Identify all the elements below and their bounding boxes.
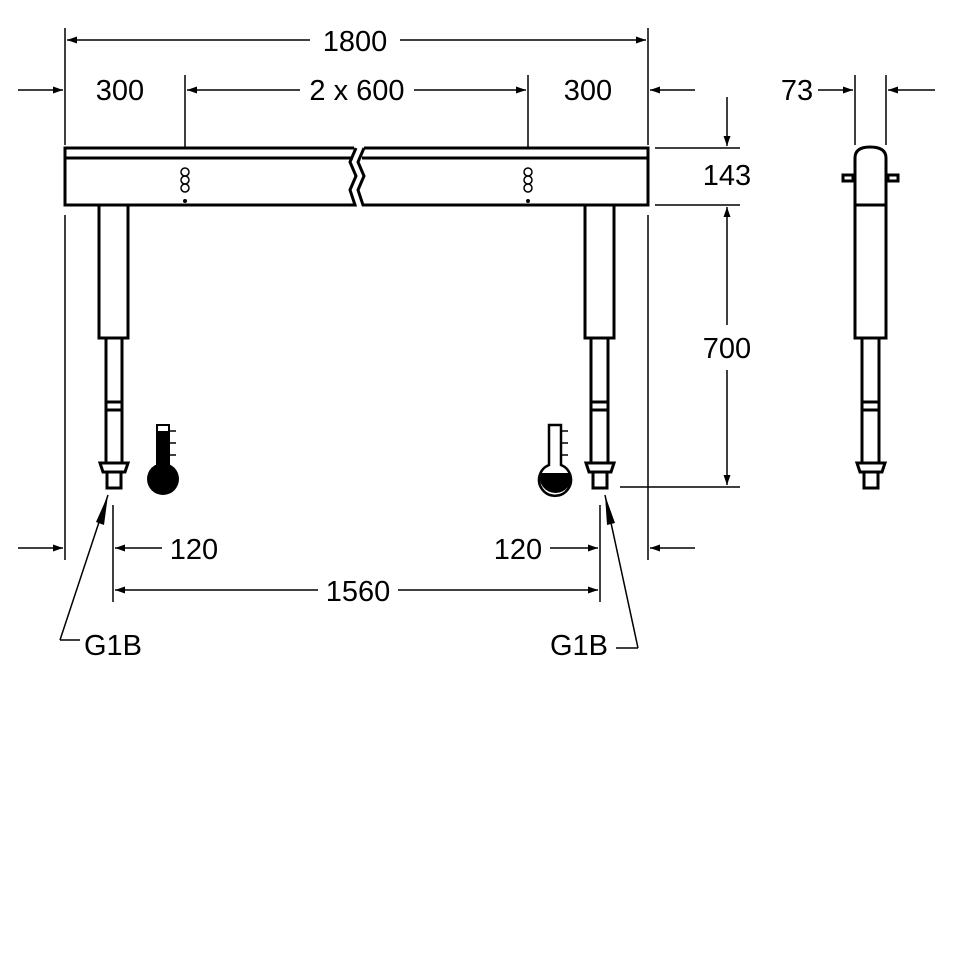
dimension-1800: 1800 xyxy=(67,26,646,58)
dim-right-offset: 300 xyxy=(564,75,612,107)
dim-leg-height: 700 xyxy=(703,333,751,365)
dimension-row-300-600: 300 2 x 600 300 xyxy=(18,75,695,107)
dimension-143: 143 xyxy=(703,97,751,192)
dimension-120-row: 120 120 xyxy=(18,534,695,566)
dim-right-inset: 120 xyxy=(494,534,542,566)
left-connection-label: G1B xyxy=(84,630,142,662)
rail-front-view xyxy=(63,146,650,207)
extension-lines xyxy=(64,28,887,602)
hot-water-thermometer-icon xyxy=(147,424,179,495)
left-leg xyxy=(97,203,131,490)
dimension-700: 700 xyxy=(703,207,751,485)
dim-connection-spacing: 1560 xyxy=(326,576,391,608)
dim-left-inset: 120 xyxy=(170,534,218,566)
right-connection-label: G1B xyxy=(550,630,608,662)
side-view xyxy=(841,145,900,490)
dim-side-depth: 73 xyxy=(781,75,813,107)
right-leg xyxy=(583,203,617,490)
mounting-hole-left-icon xyxy=(180,167,190,203)
left-connection-callout: G1B xyxy=(59,494,142,662)
cold-water-thermometer-icon xyxy=(537,423,573,497)
dimension-1560: 1560 xyxy=(115,576,598,608)
dim-center-spacing: 2 x 600 xyxy=(309,75,404,107)
dimension-73: 73 xyxy=(781,75,935,107)
dim-left-offset: 300 xyxy=(96,75,144,107)
dim-total-width: 1800 xyxy=(323,26,388,58)
dim-rail-height: 143 xyxy=(703,160,751,192)
right-connection-callout: G1B xyxy=(550,494,639,662)
mounting-hole-right-icon xyxy=(523,167,533,203)
